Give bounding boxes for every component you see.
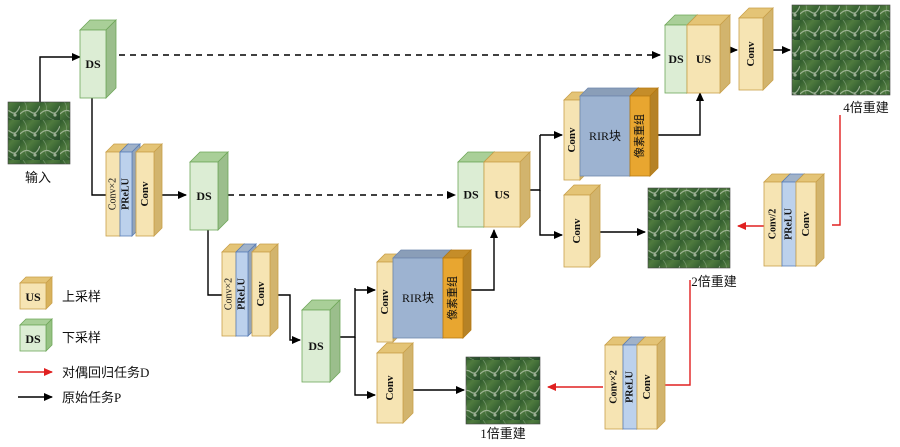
- conv-out-2x: Conv: [563, 184, 601, 268]
- us-block-mid: US: [483, 151, 531, 228]
- out4x-label: 4倍重建: [843, 100, 889, 115]
- legend-us-symbol: US: [25, 290, 41, 304]
- ds-block-mid-label: DS: [463, 188, 479, 202]
- rir-group-1-rir: RIR块: [392, 249, 452, 339]
- dual-arrow-2x-down: [665, 280, 691, 386]
- legend-us-text: 上采样: [62, 289, 101, 304]
- output-image-4x: [791, 4, 891, 96]
- rir-group-2-rir-label: RIR块: [589, 129, 621, 143]
- conv-out-4x-label: Conv: [745, 41, 757, 67]
- dual-block-2x-conv-b-label: Conv: [641, 374, 653, 400]
- connections: [39, 46, 841, 399]
- dual-block-2x-conv-a-label: Conv×2: [609, 370, 620, 403]
- ds-block-1: DS: [79, 19, 117, 99]
- conv-out-4x: Conv: [738, 7, 774, 91]
- ds-block-2-label: DS: [196, 189, 212, 203]
- dual-block-2x-prelu-label: PReLU: [625, 371, 636, 403]
- dual-block-4x-conv-a-label: Conv/2: [768, 209, 779, 240]
- rir-group-1-pixel-shuffle: 像素重组: [442, 249, 472, 339]
- ds-block-2: DS: [189, 151, 229, 231]
- dual-block-4x-conv-b-label: Conv: [800, 211, 812, 237]
- arrow-block2-to-ds3: [276, 294, 301, 344]
- legend-ds-symbol: DS: [25, 332, 41, 346]
- enc-block-1-prelu-label: PReLU: [121, 178, 132, 210]
- rir-group-2-rir: RIR块: [579, 87, 639, 177]
- enc-block-1-conv-b-label: Conv: [139, 181, 151, 207]
- arrow-ds3-to-conv1: [354, 337, 376, 399]
- legend-us-swatch: US: [19, 276, 53, 310]
- arrow-ds2-to-block2: [207, 230, 222, 296]
- images: [7, 4, 891, 425]
- rir-group-2-conv-label: Conv: [566, 127, 578, 153]
- dual-block-2x-conv-b: Conv: [636, 336, 666, 430]
- enc-block-2-conv-b: Conv: [251, 243, 279, 337]
- dual-arrow-4x-down: [832, 115, 841, 226]
- enc-block-1-conv-b: Conv: [135, 143, 163, 237]
- output-image-1x: [465, 356, 541, 425]
- enc-block-1-conv-a-label: Conv×2: [108, 178, 119, 210]
- us-block-mid-label: US: [494, 188, 510, 202]
- enc-block-2-conv-a-label: Conv×2: [224, 278, 235, 310]
- conv-out-1x: Conv: [376, 342, 414, 424]
- rir-group-2-pixel-shuffle-label: 像素重组: [632, 114, 646, 158]
- arrow-ds3-up: [340, 288, 356, 338]
- enc-block-2-prelu-label: PReLU: [237, 278, 248, 310]
- output-image-2x: [647, 187, 731, 269]
- conv-out-1x-label: Conv: [384, 375, 396, 401]
- arrow-input-to-ds1: [39, 53, 81, 102]
- dual-block-4x-prelu-label: PReLU: [784, 208, 795, 240]
- legend-black-text: 原始任务P: [62, 390, 121, 405]
- out1x-label: 1倍重建: [480, 426, 526, 441]
- us-block-top-label: US: [696, 52, 712, 66]
- legend: US 上采样 DS 下采样 对偶回归任务D 原始任务P: [18, 276, 149, 405]
- input-image: [7, 101, 71, 165]
- arrow-rir1-to-us: [470, 229, 498, 291]
- ds-block-1-label: DS: [85, 57, 101, 71]
- arrow-ds1-to-block1: [91, 95, 106, 196]
- input-label: 输入: [25, 170, 51, 185]
- conv-out-2x-label: Conv: [571, 218, 583, 244]
- legend-red-text: 对偶回归任务D: [62, 365, 149, 380]
- rir-group-1-conv-label: Conv: [379, 289, 391, 315]
- us-block-top: US: [686, 14, 731, 94]
- legend-ds-text: 下采样: [62, 330, 101, 345]
- enc-block-2-conv-b-label: Conv: [255, 281, 267, 307]
- rir-group-2-pixel-shuffle: 像素重组: [629, 87, 659, 177]
- ds-block-top-label: DS: [668, 52, 684, 66]
- ds-block-3-label: DS: [308, 339, 324, 353]
- dual-block-4x-conv-b: Conv: [795, 173, 825, 267]
- legend-ds-swatch: DS: [19, 318, 53, 352]
- rir-group-1-rir-label: RIR块: [402, 291, 434, 305]
- arrow-us-to-conv2: [539, 190, 563, 239]
- arrow-rir2-to-us: [655, 92, 704, 136]
- ds-block-3: DS: [301, 299, 341, 383]
- rir-group-1-pixel-shuffle-label: 像素重组: [445, 276, 459, 320]
- out2x-label: 2倍重建: [691, 274, 737, 289]
